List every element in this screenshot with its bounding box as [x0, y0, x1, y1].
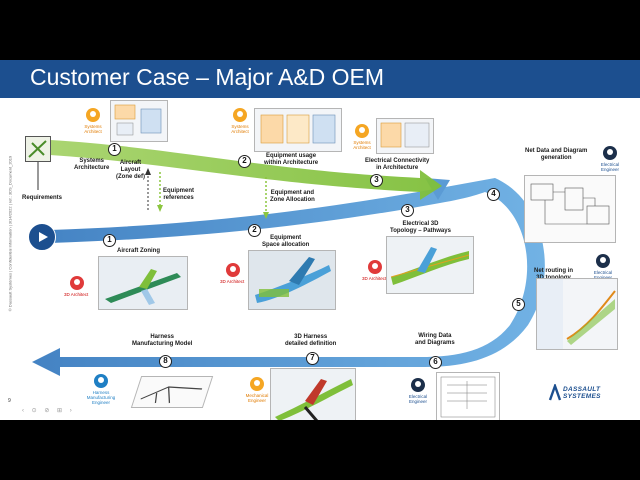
electrical-engineer-label-3: Electrical Engineer [408, 394, 428, 404]
step-badge-8: 8 [159, 355, 172, 368]
title-bar: Customer Case – Major A&D OEM [0, 60, 640, 98]
step-label-3-top: Electrical Connectivity in Architecture [365, 158, 430, 171]
equipment-usage-screenshot [254, 108, 342, 152]
electrical-engineer-label-2: Electrical Engineer [593, 270, 613, 280]
systems-architecture-screenshot [110, 100, 168, 142]
electrical-engineer-label-1: Electrical Engineer [600, 162, 620, 172]
electrical-engineer-icon-2 [596, 254, 610, 268]
mechanical-engineer-label: Mechanical Engineer [245, 393, 269, 403]
logo-line2: SYSTEMES [563, 393, 601, 400]
step-label-8: Harness Manufacturing Model [132, 334, 193, 347]
logo-line1: DASSAULT [563, 386, 601, 393]
step-label-2-top: Equipment usage within Architecture [264, 153, 319, 166]
electrical-engineer-icon-3 [411, 378, 425, 392]
step-badge-2-bot: 2 [248, 224, 261, 237]
requirements-icon [25, 136, 51, 162]
step-badge-6: 6 [429, 356, 442, 369]
3d-architect-icon-1 [70, 276, 84, 290]
systems-architect-icon-2 [233, 108, 247, 122]
aircraft-zoning-screenshot [98, 256, 188, 310]
page-number: 9 [8, 398, 11, 404]
step-label-1-top: Systems Architecture [74, 158, 110, 171]
slide: Customer Case – Major A&D OEM © Dassault… [0, 60, 640, 420]
step-label-3-bot: Electrical 3D Topology – Pathways [390, 221, 451, 234]
harness-mfg-engineer-icon [94, 374, 108, 388]
aircraft-layout-label: Aircraft Layout (Zone def) [116, 160, 145, 180]
step-badge-3-top: 3 [370, 174, 383, 187]
net-data-diagram-screenshot [524, 175, 616, 243]
3d-architect-label-3: 3D Architect [362, 276, 387, 281]
step-badge-7: 7 [306, 352, 319, 365]
equipment-space-screenshot [248, 250, 336, 310]
systems-architect-label-1: Systems Architect [84, 124, 102, 134]
slide-title: Customer Case – Major A&D OEM [30, 64, 385, 90]
step-badge-4: 4 [487, 188, 500, 201]
equipment-refs-label: Equipment references [163, 188, 194, 201]
step-badge-1-top: 1 [108, 143, 121, 156]
3d-architect-label-2: 3D Architect [220, 279, 245, 284]
requirements-label: Requirements [22, 195, 63, 201]
electrical-3d-topology-screenshot [386, 236, 474, 294]
electrical-connectivity-screenshot [376, 118, 434, 154]
systems-architect-icon-1 [86, 108, 100, 122]
systems-architect-icon-3 [355, 124, 369, 138]
step-label-6: Wiring Data and Diagrams [415, 333, 455, 346]
net-routing-screenshot [536, 278, 618, 350]
harness-mfg-engineer-label: Harness Manufacturing Engineer [86, 390, 116, 405]
step-badge-2-top: 2 [238, 155, 251, 168]
systems-architect-label-2: Systems Architect [231, 124, 249, 134]
3d-harness-screenshot [270, 368, 356, 420]
3d-architect-icon-3 [368, 260, 382, 274]
step-label-4: Net Data and Diagram generation [525, 148, 588, 161]
equipment-zone-label: Equipment and Zone Allocation [270, 190, 315, 203]
wiring-diagram-screenshot [436, 372, 500, 420]
step-badge-1-bot: 1 [103, 234, 116, 247]
mechanical-engineer-icon [250, 377, 264, 391]
blue-flow-arrow [32, 178, 545, 376]
step-label-1-bot: Aircraft Zoning [117, 248, 160, 254]
harness-manufacturing-screenshot [130, 376, 214, 408]
play-icon [28, 223, 56, 251]
3d-architect-icon-2 [226, 263, 240, 277]
dassault-logo: DASSAULT SYSTEMES [548, 382, 618, 412]
slide-controls[interactable]: ‹ ⊙ ⊘ ⊞ › [22, 408, 75, 414]
electrical-engineer-icon-1 [603, 146, 617, 160]
3d-architect-label-1: 3D Architect [64, 292, 89, 297]
green-flow-arrow [50, 140, 442, 200]
systems-architect-label-3: Systems Architect [353, 140, 371, 150]
step-badge-5: 5 [512, 298, 525, 311]
step-label-2-bot: Equipment Space allocation [262, 235, 310, 248]
step-label-7: 3D Harness detailed definition [285, 334, 337, 347]
step-badge-3-bot: 3 [401, 204, 414, 217]
flow-diagram [32, 140, 545, 376]
